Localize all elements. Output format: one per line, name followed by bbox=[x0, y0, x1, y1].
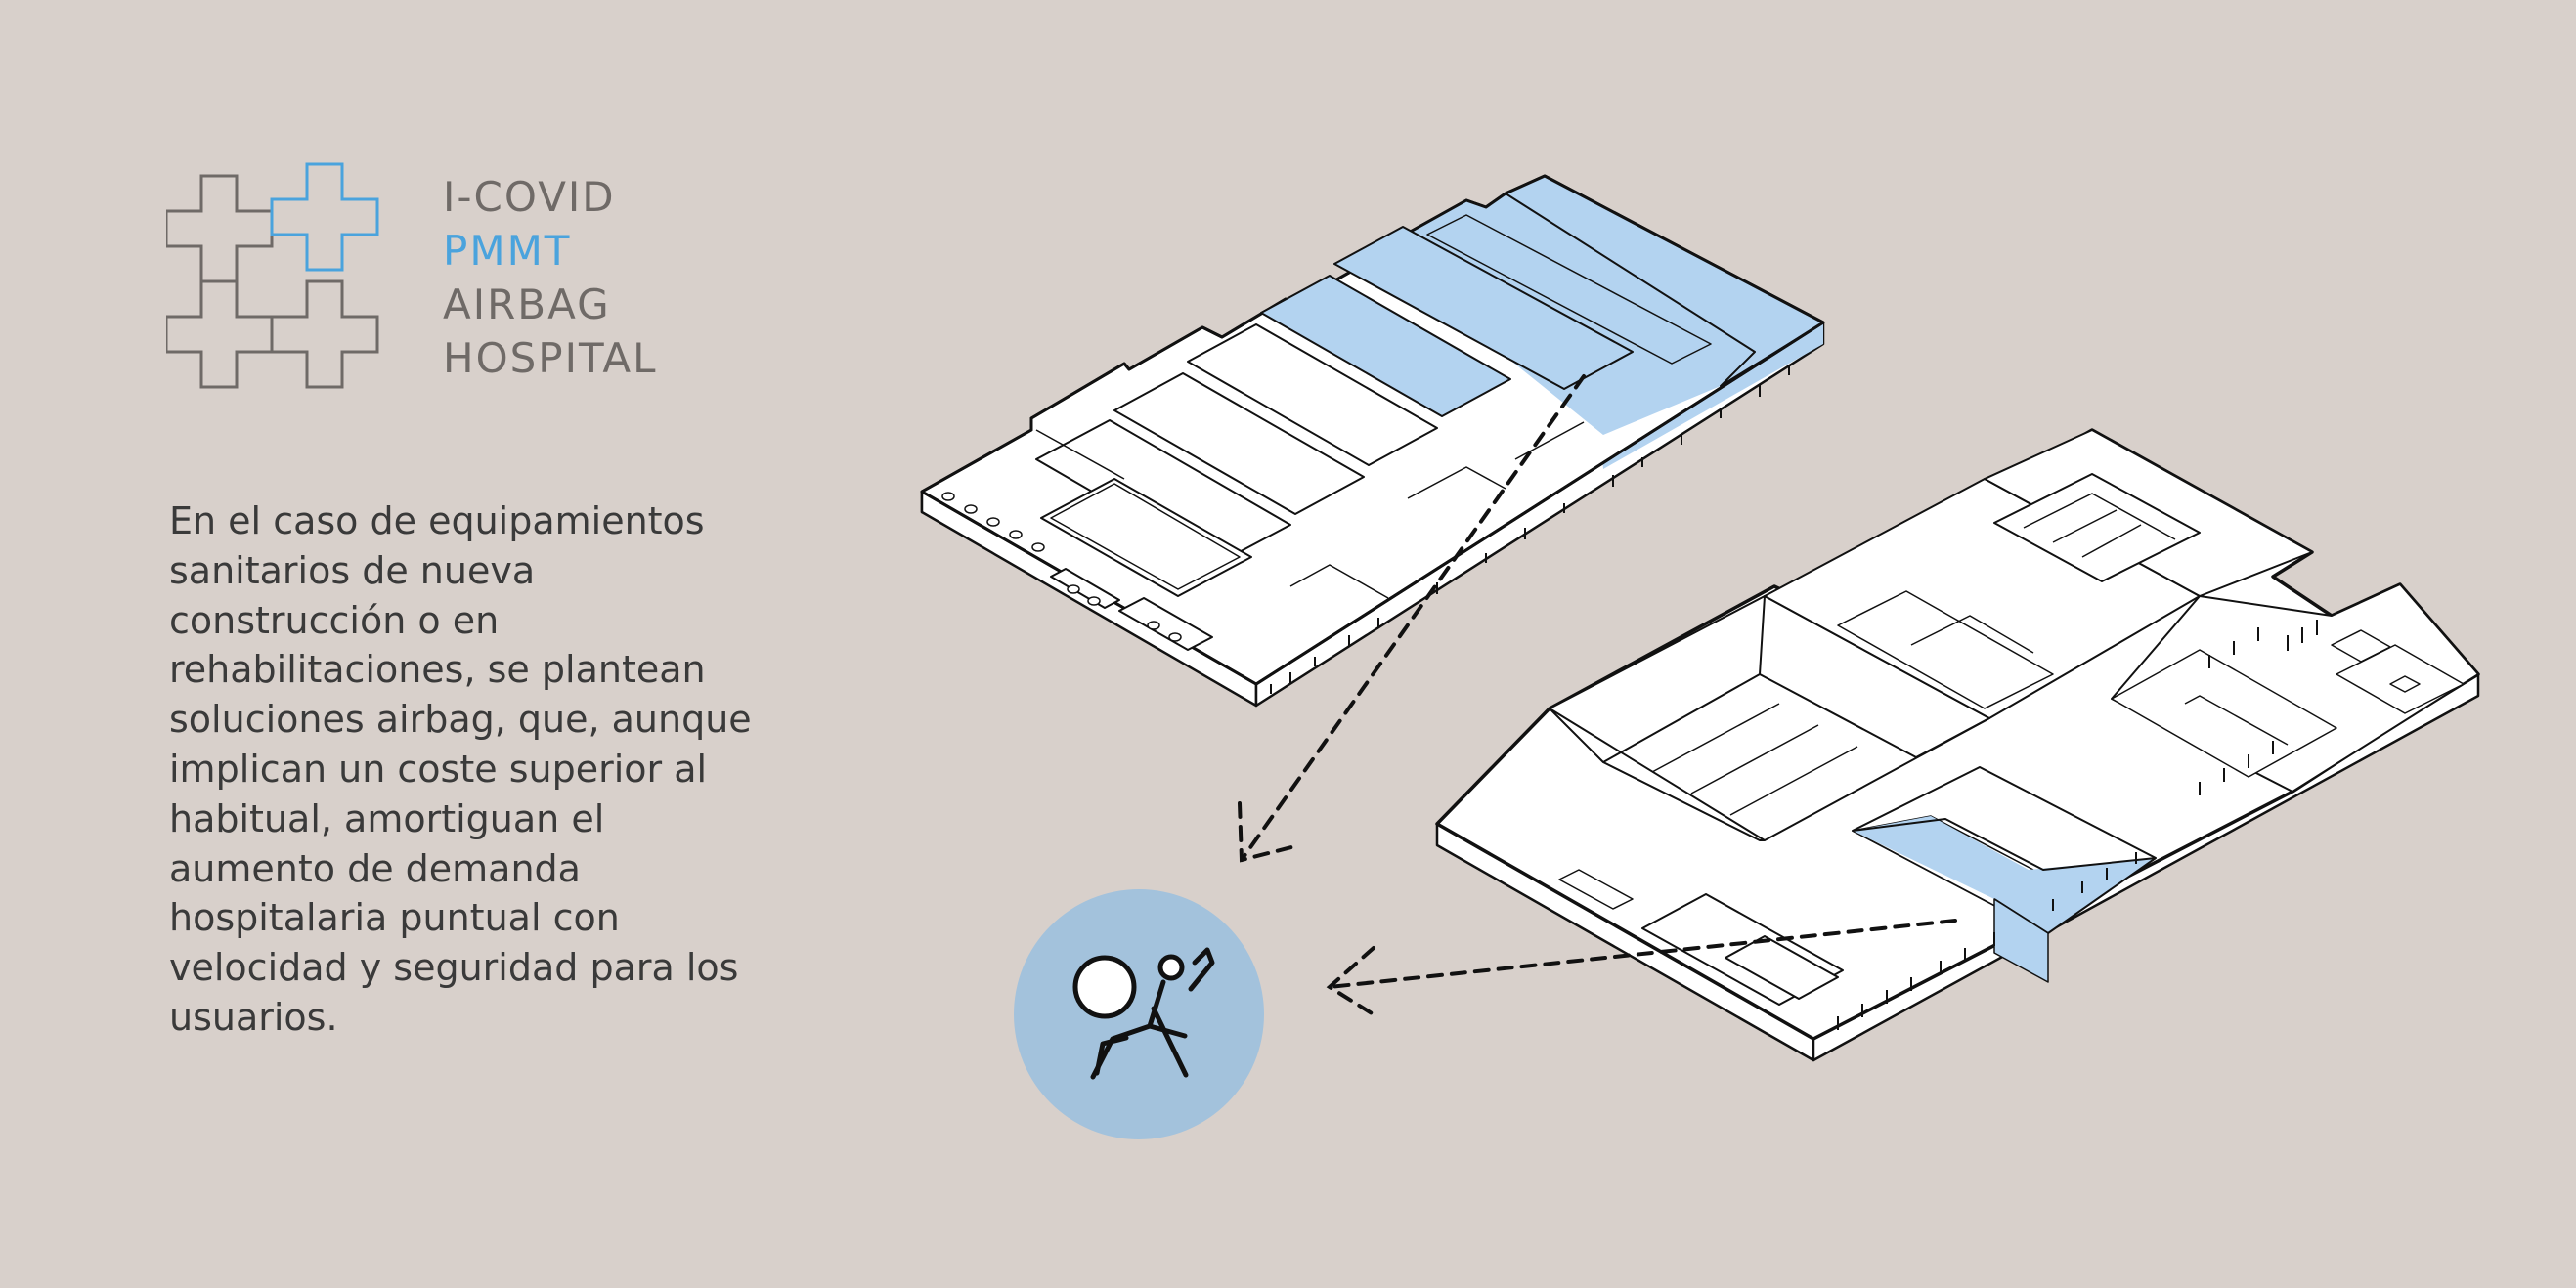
dashed-arrows bbox=[1238, 374, 1957, 1018]
airbag-badge bbox=[1014, 889, 1264, 1139]
arrow-lower-arrowhead bbox=[1326, 946, 1378, 1018]
brand-line-2: PMMT bbox=[443, 227, 572, 275]
brand-line-4: HOSPITAL bbox=[443, 334, 658, 382]
description-text: En el caso de equipamientos sanitarios d… bbox=[169, 499, 752, 1039]
arrow-lower-to-airbag bbox=[1328, 919, 1957, 989]
brand-logo: I-COVID PMMT AIRBAG HOSPITAL bbox=[166, 156, 675, 401]
arrow-upper-arrowhead bbox=[1238, 801, 1297, 863]
lower-building bbox=[1435, 428, 2480, 1062]
brand-wordmark: I-COVID PMMT AIRBAG HOSPITAL bbox=[443, 170, 658, 385]
arrow-upper-to-airbag bbox=[1240, 374, 1586, 862]
brand-line-3: AIRBAG bbox=[443, 280, 611, 328]
upper-building bbox=[920, 174, 1825, 708]
crosses-logo-icon bbox=[166, 162, 379, 389]
airbag-deploy-icon bbox=[1072, 947, 1215, 1080]
brand-line-1: I-COVID bbox=[443, 173, 616, 221]
